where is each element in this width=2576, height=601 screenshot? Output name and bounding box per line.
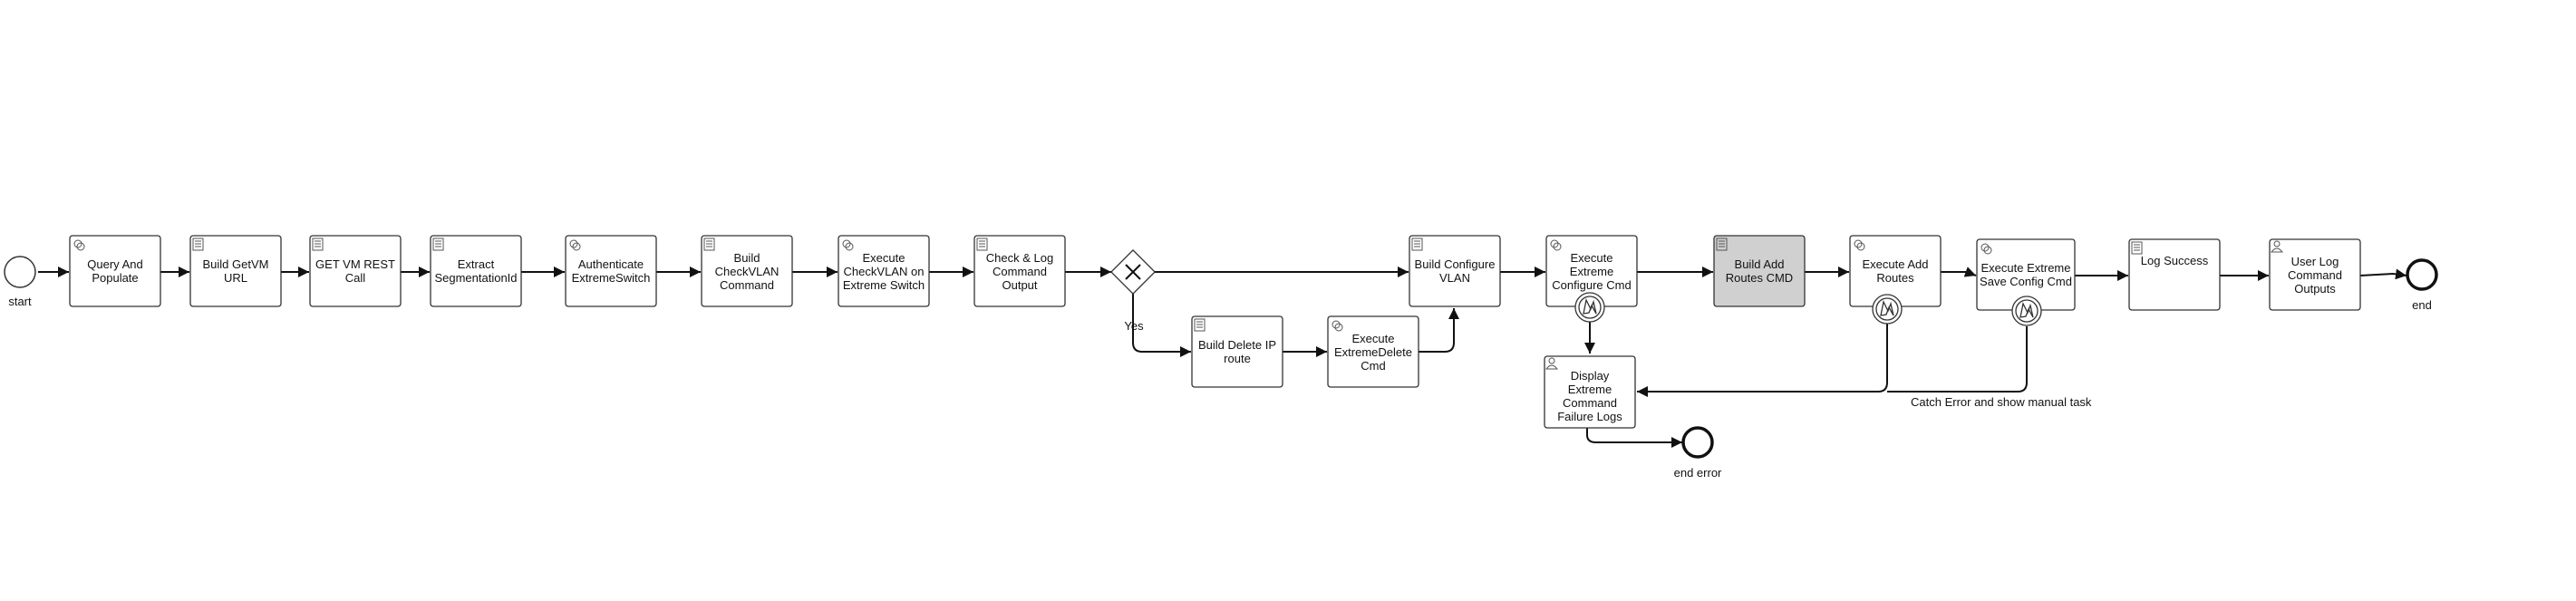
task-extract-segmentationid[interactable]: [430, 235, 522, 307]
start-event[interactable]: [4, 256, 36, 288]
start-event-label: start: [8, 295, 32, 308]
task-label: Extract SegmentationId: [434, 257, 518, 285]
task-label: Execute Add Routes: [1862, 257, 1929, 285]
task-label: User Log Command Outputs: [2288, 254, 2342, 296]
end-error-event-label: end error: [1673, 466, 1722, 480]
task-label: Execute Extreme Save Config Cmd: [1980, 261, 2072, 288]
task-build-configure-vlan[interactable]: [1409, 235, 1501, 307]
flow-boundary3-display[interactable]: [1887, 326, 2028, 393]
task-get-vm-rest-call[interactable]: [309, 235, 402, 307]
flow-execdelete-buildconfigure[interactable]: [1419, 308, 1459, 353]
task-display-failure-logs[interactable]: [1544, 355, 1636, 429]
task-label: Authenticate ExtremeSwitch: [571, 257, 651, 285]
script-task-icon: [1716, 237, 1728, 251]
script-task-icon: [976, 237, 988, 251]
task-label: Execute ExtremeDelete Cmd: [1334, 331, 1412, 373]
error-icon: [1880, 300, 1894, 316]
service-task-icon: [1332, 320, 1343, 332]
task-label: Display Extreme Command Failure Logs: [1557, 369, 1622, 423]
user-task-icon: [2270, 240, 2284, 253]
end-event-label: end: [2412, 298, 2432, 312]
task-build-checkvlan-command[interactable]: [701, 235, 793, 307]
end-event[interactable]: [2406, 258, 2438, 291]
sequence-flows: [38, 267, 2407, 448]
script-task-icon: [1411, 237, 1423, 251]
task-check-log-command-output[interactable]: [973, 235, 1066, 307]
task-execute-extremedelete-cmd[interactable]: [1327, 315, 1419, 388]
task-label: Build GetVM URL: [202, 257, 269, 285]
task-label: Build Configure VLAN: [1414, 257, 1496, 285]
flow-display-enderror[interactable]: [1586, 428, 1682, 448]
task-label: Query And Populate: [87, 257, 143, 285]
script-task-icon: [192, 237, 204, 251]
script-task-icon: [1194, 318, 1206, 332]
error-icon: [2019, 302, 2034, 318]
task-query-and-populate[interactable]: [69, 235, 161, 307]
end-error-event[interactable]: [1681, 426, 1714, 459]
task-type-icons: [73, 237, 2284, 370]
task-execute-checkvlan[interactable]: [838, 235, 930, 307]
service-task-icon: [73, 239, 85, 251]
exclusive-gateway[interactable]: [1110, 249, 1156, 295]
flow-execaddroutes-execsave[interactable]: [1941, 267, 1977, 277]
flow-gateway-builddelete[interactable]: [1132, 294, 1191, 357]
service-task-icon: [1550, 239, 1562, 251]
task-label: Log Success: [2140, 254, 2209, 267]
flow-label-yes: Yes: [1124, 319, 1144, 333]
script-task-icon: [312, 237, 324, 251]
task-label: Build Add Routes CMD: [1725, 257, 1794, 285]
task-log-success[interactable]: [2128, 238, 2221, 311]
script-task-icon: [703, 237, 715, 251]
script-task-icon: [2131, 241, 2143, 255]
task-user-log-command-outputs[interactable]: [2269, 238, 2361, 311]
task-label: Execute CheckVLAN on Extreme Switch: [842, 250, 925, 292]
task-label: Build CheckVLAN Command: [714, 250, 780, 292]
task-build-getvm-url[interactable]: [189, 235, 282, 307]
user-task-icon: [1545, 357, 1559, 370]
flow-boundary2-display[interactable]: [1637, 324, 1888, 397]
service-task-icon: [569, 239, 581, 251]
service-task-icon: [1854, 239, 1865, 251]
task-authenticate-extremeswitch[interactable]: [565, 235, 657, 307]
gateway-x-icon: [1125, 264, 1141, 280]
script-task-icon: [432, 237, 444, 251]
task-build-delete-ip-route[interactable]: [1191, 315, 1283, 388]
boundary-error-event-add-routes[interactable]: [1872, 294, 1903, 325]
flow-userlog-end[interactable]: [2359, 268, 2407, 280]
service-task-icon: [1980, 243, 1992, 255]
task-label: GET VM REST Call: [315, 257, 395, 285]
service-task-icon: [842, 239, 854, 251]
boundary-error-event-configure[interactable]: [1574, 292, 1605, 323]
task-build-add-routes-cmd[interactable]: [1713, 235, 1806, 307]
task-label: Execute Extreme Configure Cmd: [1552, 250, 1632, 292]
flow-label-catch-error: Catch Error and show manual task: [1911, 395, 2092, 409]
task-label: Build Delete IP route: [1198, 338, 1276, 365]
boundary-error-event-save-config[interactable]: [2011, 296, 2042, 326]
error-icon: [1583, 298, 1597, 315]
task-label: Check & Log Command Output: [985, 250, 1054, 292]
